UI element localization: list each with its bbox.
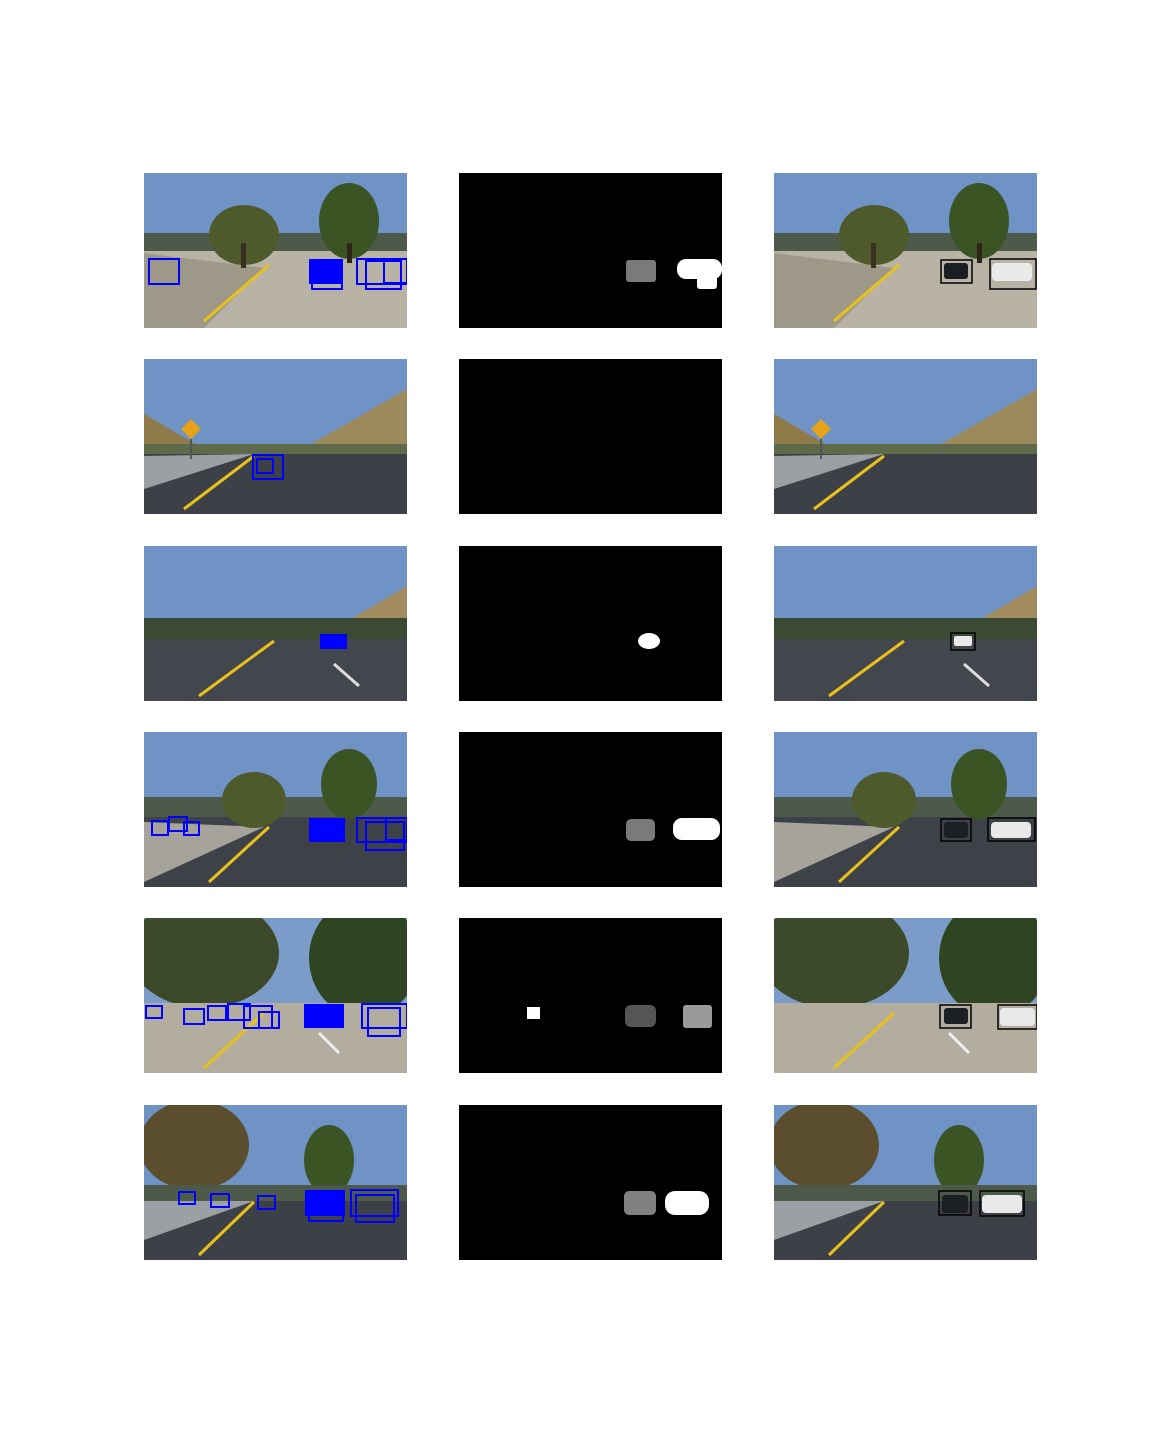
heatmap-4 [459,732,722,887]
heatmap-3 [459,546,722,701]
final-image-6 [774,1105,1037,1260]
final-image-2 [774,359,1037,514]
final-image-1 [774,173,1037,328]
detection-image-4 [144,732,407,887]
heatmap-5 [459,918,722,1073]
heatmap-2 [459,359,722,514]
final-image-3 [774,546,1037,701]
detection-image-3 [144,546,407,701]
heatmap-1 [459,173,722,328]
detection-image-6 [144,1105,407,1260]
detection-image-2 [144,359,407,514]
detection-image-5 [144,918,407,1073]
detection-image-1 [144,173,407,328]
final-image-5 [774,918,1037,1073]
final-image-4 [774,732,1037,887]
heatmap-6 [459,1105,722,1260]
